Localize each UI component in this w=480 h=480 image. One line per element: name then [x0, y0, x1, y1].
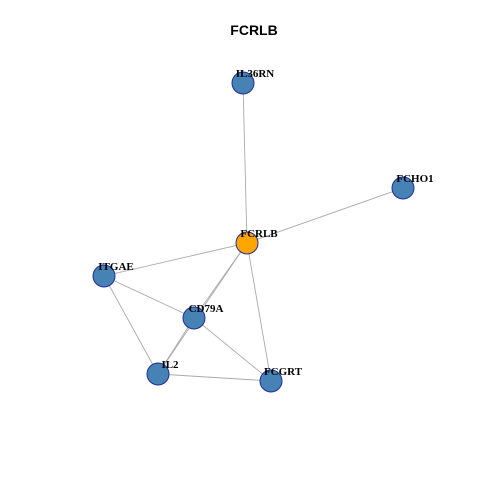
node-label-fcgrt: FCGRT: [264, 366, 303, 378]
node-fcrlb: FCRLB: [235, 228, 278, 255]
edge-il2-fcgrt: [157, 373, 272, 382]
node-circle-fcho1: [391, 176, 415, 200]
edges-layer: [103, 82, 404, 382]
edge-fcrlb-itgae: [103, 242, 248, 277]
node-label-cd79a: CD79A: [189, 303, 224, 315]
node-circle-fcgrt: [259, 369, 283, 393]
node-circle-fcrlb: [235, 231, 259, 255]
edge-fcrlb-fcho1: [246, 187, 404, 244]
node-circle-il36rn: [231, 71, 255, 95]
edge-fcrlb-fcgrt: [246, 242, 272, 382]
node-fcgrt: FCGRT: [259, 366, 303, 393]
edge-cd79a-fcgrt: [193, 317, 272, 382]
edge-itgae-cd79a: [103, 275, 195, 319]
node-label-il2: IL2: [161, 359, 179, 371]
node-circle-il2: [146, 362, 170, 386]
edge-itgae-il2: [103, 275, 159, 375]
node-label-fcrlb: FCRLB: [240, 228, 278, 240]
node-label-fcho1: FCHO1: [396, 173, 433, 185]
node-cd79a: CD79A: [182, 303, 224, 330]
node-itgae: ITGAE: [92, 261, 134, 288]
node-label-il36rn: IL36RN: [236, 68, 275, 80]
edge-fcrlb-il36rn: [242, 82, 248, 244]
diagram-title: FCRLB: [230, 22, 277, 38]
node-label-itgae: ITGAE: [98, 261, 133, 273]
node-circle-itgae: [92, 264, 116, 288]
node-il2: IL2: [146, 359, 179, 386]
node-fcho1: FCHO1: [391, 173, 434, 200]
node-il36rn: IL36RN: [231, 68, 275, 95]
node-circle-cd79a: [182, 306, 206, 330]
edge-fcrlb-il2: [157, 242, 248, 375]
